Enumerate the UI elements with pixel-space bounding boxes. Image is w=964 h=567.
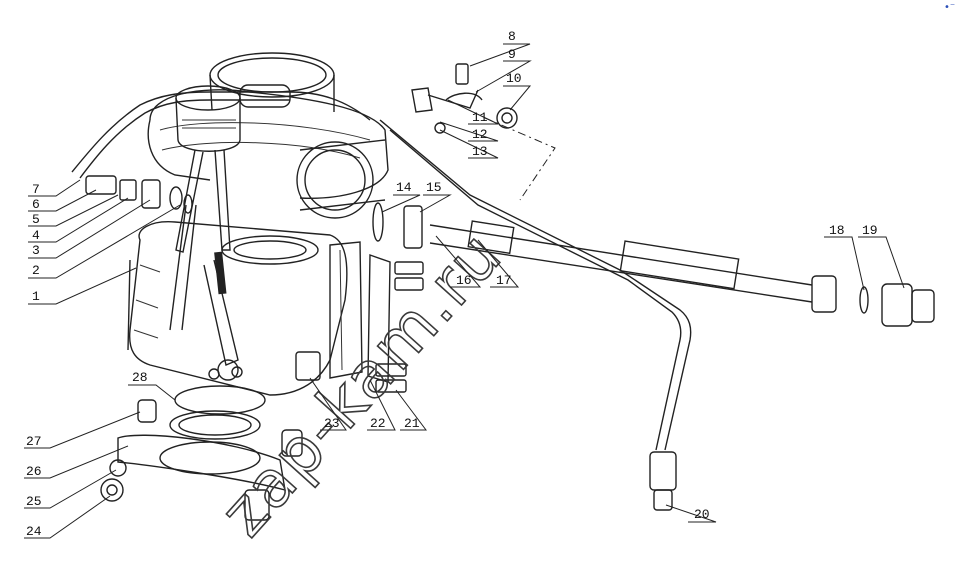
callout-28: 28 [132, 370, 148, 385]
callout-25: 25 [26, 494, 42, 509]
callout-13: 13 [472, 144, 488, 159]
callout-26: 26 [26, 464, 42, 479]
callout-6: 6 [32, 197, 40, 212]
callouts: 1 2 3 4 5 6 7 8 9 10 11 12 13 14 15 16 1… [26, 29, 878, 539]
callout-2: 2 [32, 263, 40, 278]
callout-7: 7 [32, 182, 40, 197]
callout-17: 17 [496, 273, 512, 288]
callout-10: 10 [506, 71, 522, 86]
detail-parts [85, 63, 935, 521]
callout-9: 9 [508, 47, 516, 62]
callout-16: 16 [456, 273, 472, 288]
callout-14: 14 [396, 180, 412, 195]
callout-27: 27 [26, 434, 42, 449]
callout-8: 8 [508, 29, 516, 44]
callout-11: 11 [472, 110, 488, 125]
callout-24: 24 [26, 524, 42, 539]
callout-22: 22 [370, 416, 386, 431]
watermark: zap-kam.ru [207, 218, 517, 551]
callout-12: 12 [472, 127, 488, 142]
callout-4: 4 [32, 228, 40, 243]
callout-1: 1 [32, 289, 40, 304]
callout-23: 23 [324, 416, 340, 431]
callout-5: 5 [32, 212, 40, 227]
callout-3: 3 [32, 243, 40, 258]
callout-19: 19 [862, 223, 878, 238]
corner-mark: •⁻ [944, 2, 955, 13]
callout-18: 18 [829, 223, 845, 238]
leader-lines [24, 43, 905, 539]
callout-15: 15 [426, 180, 442, 195]
callout-20: 20 [694, 507, 710, 522]
callout-21: 21 [404, 416, 420, 431]
turbocharger-assembly [71, 52, 389, 440]
